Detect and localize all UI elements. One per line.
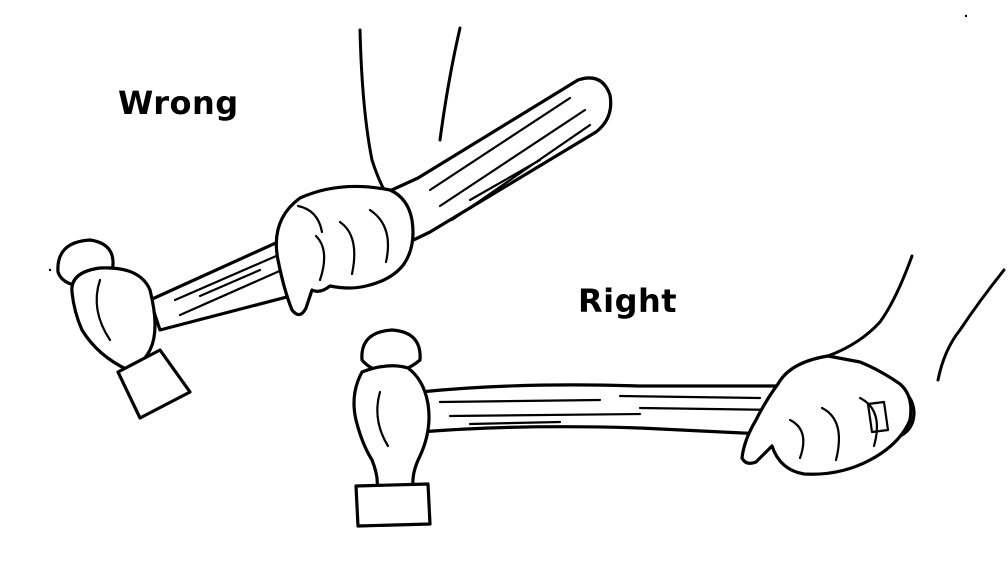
speck (48, 268, 52, 272)
wrong-hammer-head (56, 238, 192, 420)
right-hand (740, 254, 1006, 476)
right-hammer-head (352, 328, 432, 528)
speck (964, 14, 968, 18)
wrong-grip-figure (56, 26, 613, 420)
right-handle-grain (438, 394, 782, 426)
label-right: Right (578, 282, 678, 320)
wrong-hand (274, 26, 462, 317)
right-grip-figure (352, 254, 1006, 528)
wrong-handle-grain (173, 96, 592, 317)
label-wrong: Wrong (118, 84, 239, 122)
